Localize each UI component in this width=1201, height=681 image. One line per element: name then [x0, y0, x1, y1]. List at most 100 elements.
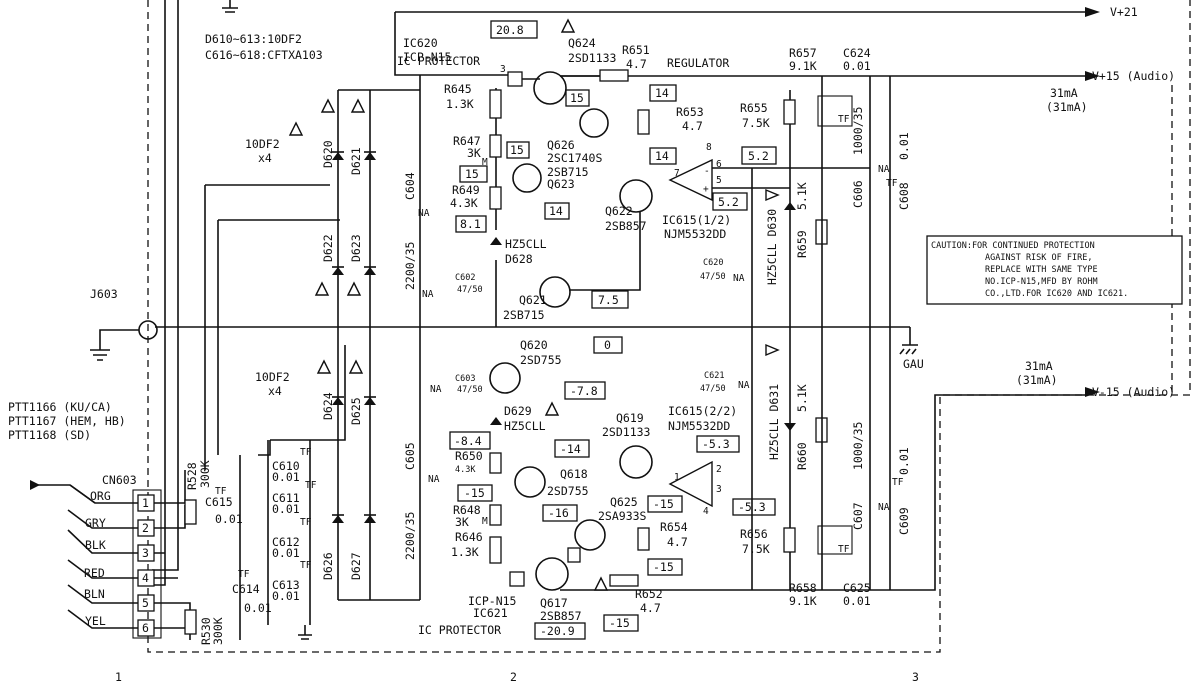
svg-text:7: 7	[674, 168, 680, 179]
r530-resistor	[184, 609, 197, 635]
volt-7-5: 7.5	[598, 293, 619, 307]
r659-ref: R659	[795, 230, 809, 258]
caution-box	[926, 235, 1183, 305]
volt-15-a: 15	[570, 91, 584, 105]
q619-transistor-icon	[619, 445, 653, 479]
cn603-connector	[132, 489, 162, 639]
c614-val: 0.01	[244, 601, 272, 615]
c620-val: 47/50	[700, 272, 726, 282]
ic615b-part: NJM5532DD	[668, 419, 730, 433]
svg-text:NA: NA	[878, 164, 890, 175]
r656-resistor	[783, 527, 796, 553]
ptt-line-3: PTT1168 (SD)	[8, 428, 91, 442]
zener-d630-icon	[784, 202, 796, 210]
diode-note-2: C616~618:CFTXA103	[205, 48, 323, 62]
r659-val: 5.1K	[795, 182, 809, 210]
q619-ref: Q619	[616, 411, 644, 425]
ic615a-opamp-icon	[668, 158, 713, 202]
v21-label: V+21	[1110, 5, 1138, 19]
svg-text:D627: D627	[349, 552, 363, 580]
c607-ref: C607	[851, 502, 865, 530]
svg-text:D625: D625	[349, 397, 363, 425]
r647-val: 3K	[467, 146, 481, 160]
r645-resistor	[489, 89, 502, 119]
c611-val: 0.01	[272, 502, 300, 516]
grid-mark-2: 2	[510, 670, 517, 681]
d629-ref: D629	[504, 404, 532, 418]
r646-val: 1.3K	[451, 545, 479, 559]
caution-line-2: AGAINST RISK OF FIRE,	[985, 253, 1092, 263]
c607-val: 1000/35	[851, 422, 865, 470]
r653-ref: R653	[676, 105, 704, 119]
d630-label: HZ5CLL D630	[765, 209, 779, 285]
volt-5-2-b: 5.2	[718, 195, 739, 209]
r645-val: 1.3K	[446, 97, 474, 111]
q625-part: 2SA933S	[598, 509, 647, 523]
ic620-protector-symbol	[507, 71, 523, 87]
svg-text:D621: D621	[349, 147, 363, 175]
ptt-line-2: PTT1167 (HEM, HB)	[8, 414, 126, 428]
c615-ref: C615	[205, 495, 233, 509]
top-ground-icon	[222, 0, 238, 13]
q626-transistor-icon	[579, 108, 609, 138]
r653-val: 4.7	[682, 119, 703, 133]
x4-label-bottom: x4	[268, 384, 282, 398]
volt-5-2-a: 5.2	[748, 149, 769, 163]
svg-text:+: +	[703, 184, 709, 195]
r652-val: 4.7	[640, 601, 661, 615]
q618-ref: Q618	[560, 467, 588, 481]
r530-ref: R530	[199, 617, 213, 645]
q624-part: 2SD1133	[568, 51, 617, 65]
svg-text:D624: D624	[321, 392, 335, 420]
r528-ref: R528	[185, 462, 199, 490]
q617-transistor-icon	[535, 557, 569, 591]
q626-ref: Q626	[547, 138, 575, 152]
ground-icon	[90, 329, 139, 361]
svg-text:D620: D620	[321, 140, 335, 168]
svg-text:6: 6	[716, 159, 722, 170]
svg-text:4: 4	[703, 506, 709, 517]
cn603-label: CN603	[102, 473, 137, 487]
q621-part: 2SB715	[503, 308, 545, 322]
r654-resistor	[637, 527, 650, 551]
diode-d620: D620	[321, 140, 344, 168]
r651-resistor	[599, 69, 629, 82]
diode-d627: D627	[349, 514, 376, 580]
q617-ref: Q617	[540, 596, 568, 610]
svg-text:NA: NA	[878, 502, 890, 513]
r655-ref: R655	[740, 101, 768, 115]
ic621-protector-symbol	[509, 571, 525, 587]
arrow-vm15-icon	[1085, 387, 1100, 397]
svg-text:-: -	[704, 166, 710, 177]
ic620-ref: IC620	[403, 36, 438, 50]
r652-ref: R652	[635, 587, 663, 601]
svg-text:TF: TF	[305, 480, 317, 491]
r650-val: 4.3K	[455, 465, 476, 475]
gau-label: GAU	[903, 357, 924, 371]
svg-text:2: 2	[142, 521, 149, 535]
r657-val: 9.1K	[789, 59, 817, 73]
volt-minus-15-c: -15	[653, 560, 674, 574]
d628-part: HZ5CLL	[505, 237, 547, 251]
r658-val: 9.1K	[789, 594, 817, 608]
r650-ref: R650	[455, 449, 483, 463]
r654-ref: R654	[660, 520, 688, 534]
volt-minus-15-b: -15	[653, 497, 674, 511]
volt-minus-5-3-a: -5.3	[702, 437, 730, 451]
q624-ref: Q624	[568, 36, 596, 50]
c615-val: 0.01	[215, 512, 243, 526]
svg-text:1: 1	[142, 496, 149, 510]
c620-ref: C620	[703, 258, 723, 268]
svg-text:4: 4	[142, 571, 149, 585]
ic615a-part: NJM5532DD	[664, 227, 726, 241]
r649-ref: R649	[452, 183, 480, 197]
r648-resistor	[489, 504, 502, 526]
svg-text:M: M	[482, 157, 488, 168]
svg-text:3: 3	[500, 64, 506, 75]
rail-vm15	[560, 394, 1085, 591]
q622-ref: Q622	[605, 204, 633, 218]
wire-blk: BLK	[85, 538, 106, 552]
q625-ref: Q625	[610, 495, 638, 509]
ic615a-ref: IC615(1/2)	[662, 213, 731, 227]
